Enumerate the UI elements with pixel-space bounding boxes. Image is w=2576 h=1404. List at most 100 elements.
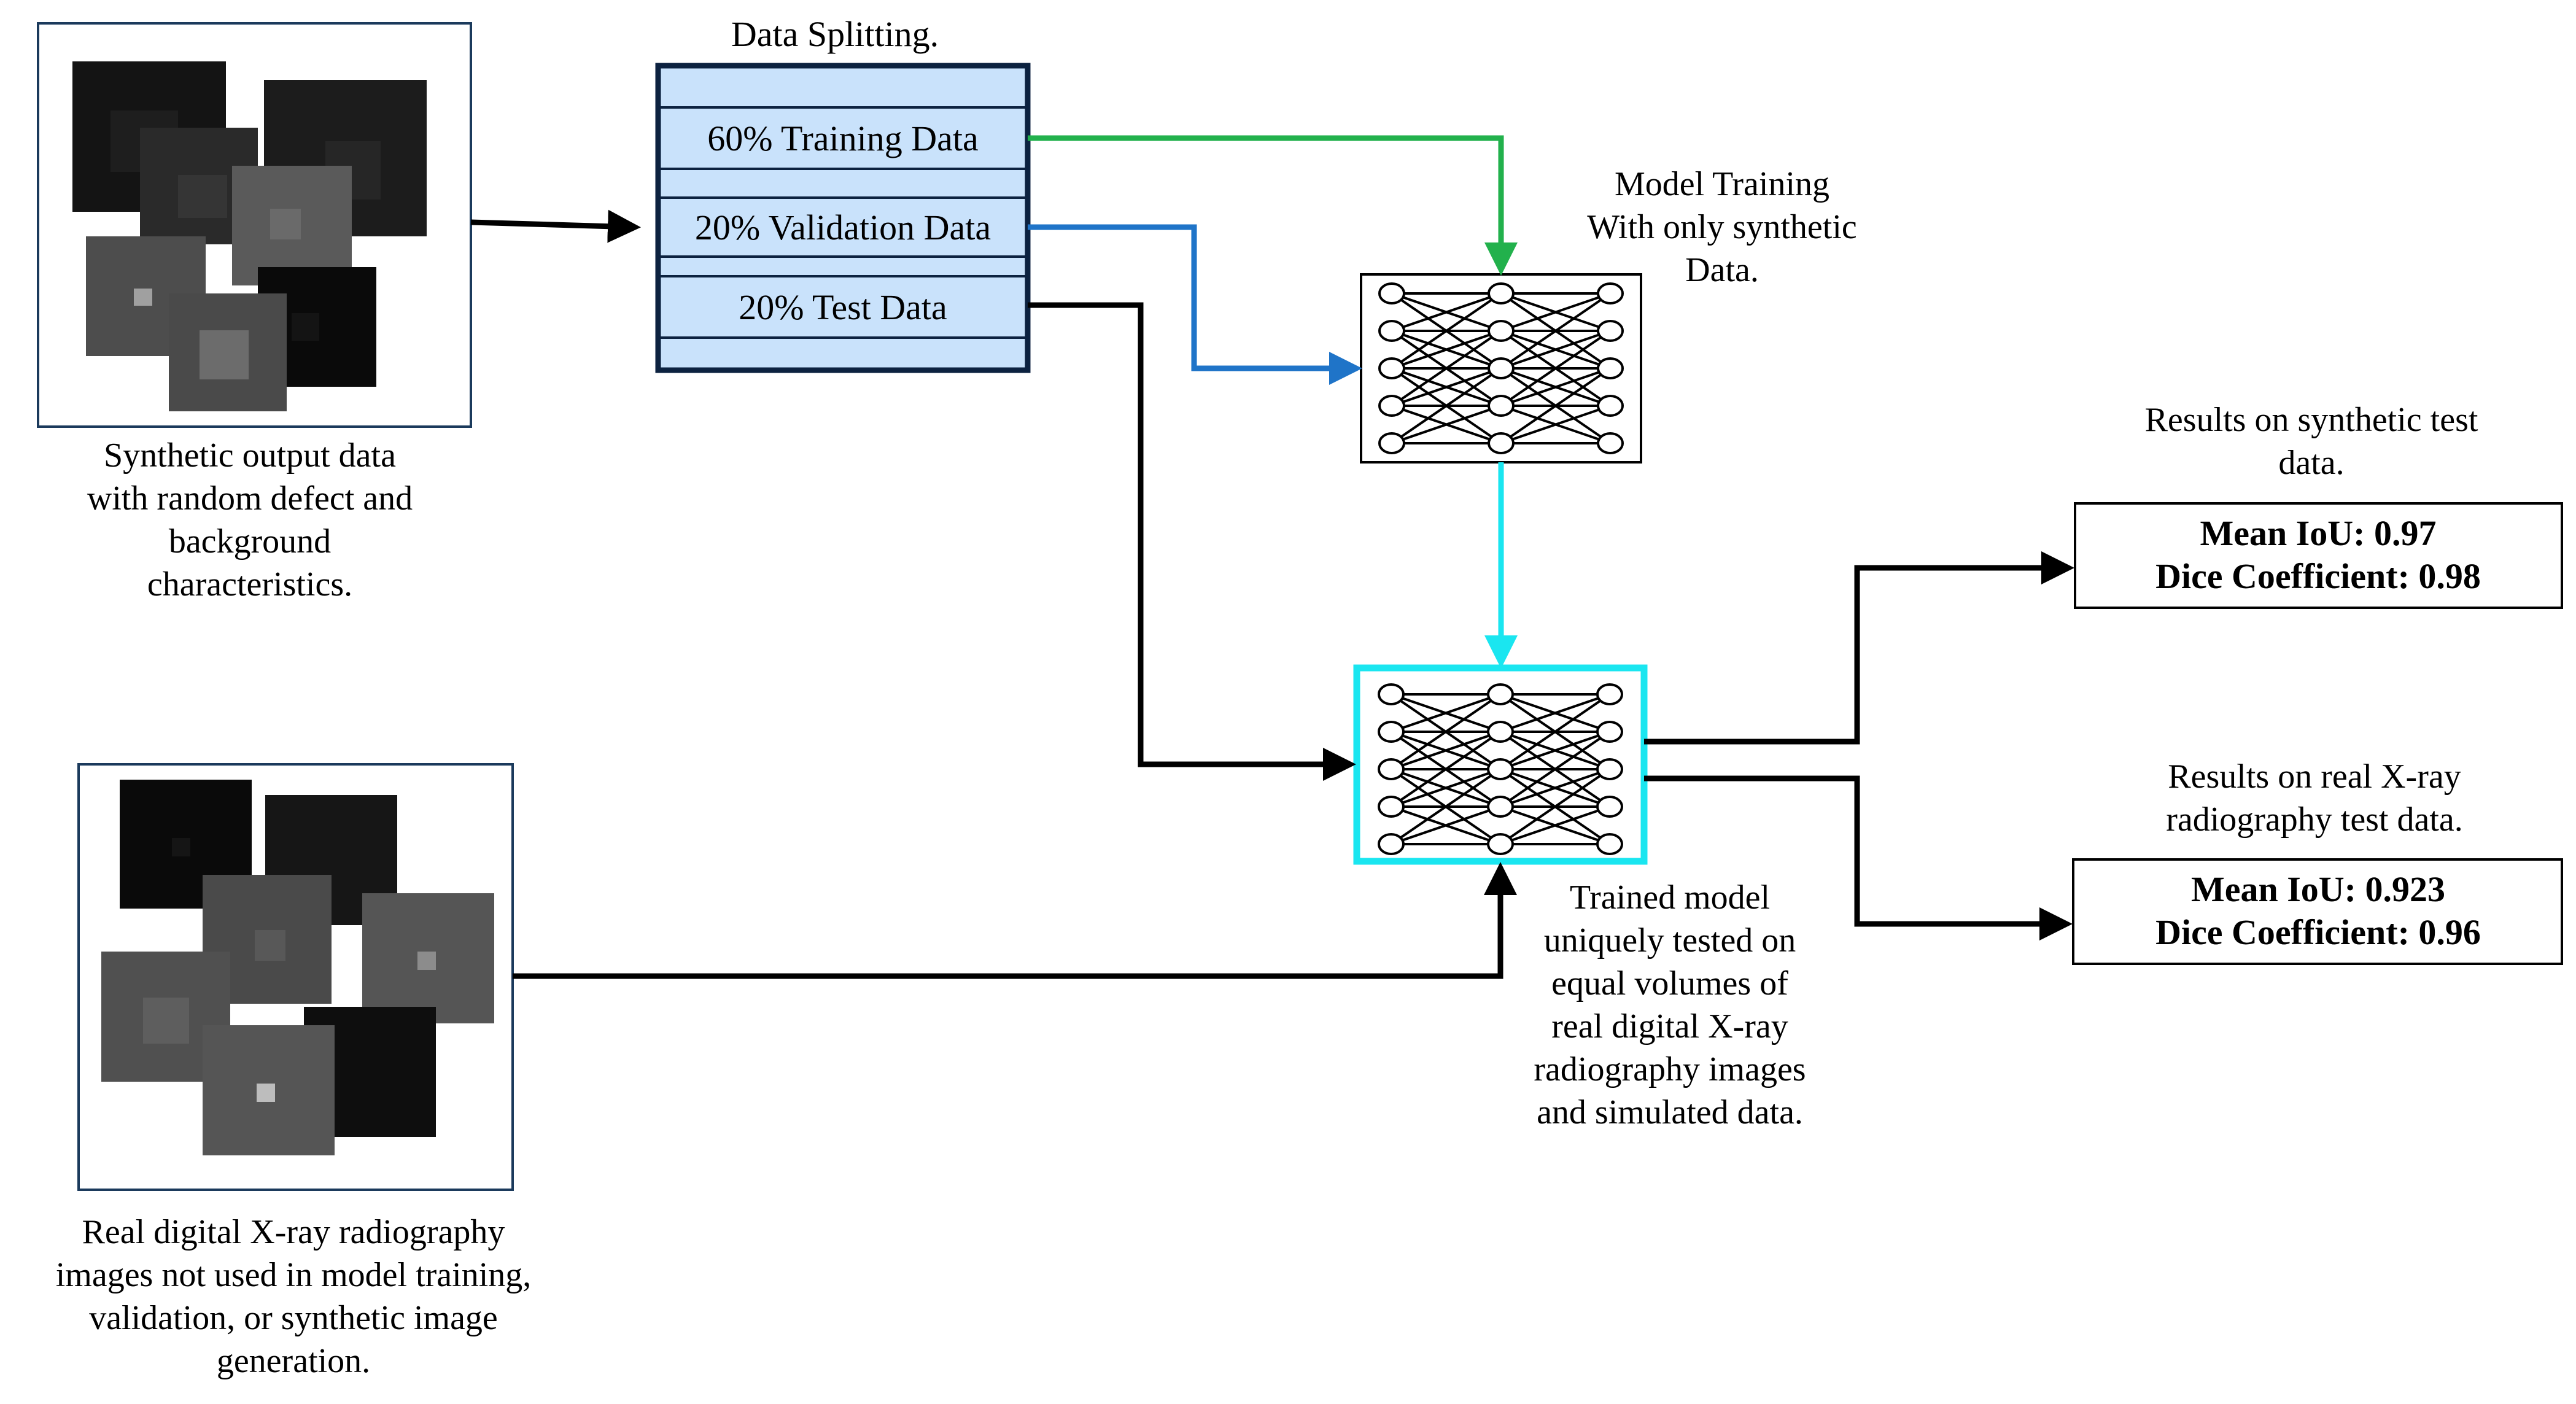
network-node <box>1487 683 1514 705</box>
network-node <box>1378 721 1405 743</box>
results-real-heading-line-1: Results on real X-ray <box>2168 758 2461 796</box>
results-synthetic-dice: Dice Coefficient: 0.98 <box>2155 556 2481 596</box>
network-edge <box>1391 367 1502 407</box>
network-node <box>1596 833 1623 855</box>
network-edge <box>1500 330 1612 407</box>
synthetic-sample-images <box>72 61 427 411</box>
arrow-synthetic-to-split <box>470 209 641 243</box>
network-node <box>1378 432 1405 454</box>
results-real-box <box>2072 858 2563 965</box>
network-edge <box>1500 693 1610 733</box>
network-edge <box>1500 367 1612 444</box>
network-edge <box>1500 731 1610 770</box>
network-node <box>1378 796 1405 818</box>
network-edge <box>1390 693 1502 770</box>
network-node <box>1596 721 1623 743</box>
arrow-validation-to-model <box>1028 224 1362 385</box>
arrow-trained-to-real-results <box>1644 775 2073 941</box>
network-node <box>1597 395 1624 417</box>
model-training-caption-line-2: With only synthetic <box>1587 208 1856 246</box>
network-edge <box>1499 693 1611 770</box>
network-edge <box>1391 292 1502 332</box>
trained-caption-line-4: real digital X-ray <box>1551 1007 1788 1045</box>
network-node <box>1487 833 1514 855</box>
network-edge <box>1500 292 1611 332</box>
results-synthetic-box <box>2074 502 2563 609</box>
network-node <box>1596 683 1623 705</box>
arrow-real-to-trained <box>513 862 1517 979</box>
network-edge <box>1391 805 1501 845</box>
network-edge <box>1391 768 1501 808</box>
synthetic-caption-line-3: background <box>169 522 331 560</box>
split-item-test: 20% Test Data <box>739 287 947 327</box>
trained-caption-line-1: Trained model <box>1570 878 1770 917</box>
trained-model-block: Trained model uniquely tested on equal v… <box>1353 664 1806 1131</box>
network-edge <box>1499 768 1611 845</box>
network-node <box>1378 357 1405 379</box>
trained-caption-line-6: and simulated data. <box>1537 1093 1803 1131</box>
network-edge <box>1500 367 1611 407</box>
network-node <box>1487 758 1514 780</box>
training-network-icon <box>1378 282 1624 454</box>
connectors <box>470 135 2074 979</box>
network-node <box>1378 395 1405 417</box>
results-synthetic-iou: Mean IoU: 0.97 <box>2200 513 2436 553</box>
network-node <box>1488 395 1515 417</box>
trained-caption-line-3: equal volumes of <box>1551 964 1788 1003</box>
network-node <box>1488 282 1515 304</box>
synthetic-data-panel: Synthetic output data with random defect… <box>37 22 472 603</box>
results-synthetic-heading-line-2: data. <box>2278 444 2344 482</box>
synthetic-caption-line-4: characteristics. <box>147 565 352 603</box>
network-edge <box>1391 292 1502 370</box>
data-splitting-box <box>655 63 1031 373</box>
network-node <box>1597 320 1624 342</box>
network-edge <box>1500 292 1612 370</box>
data-splitting-title: Data Splitting. <box>731 14 939 54</box>
network-node <box>1378 282 1405 304</box>
synthetic-caption-line-2: with random defect and <box>87 479 413 518</box>
network-edge <box>1391 367 1502 444</box>
split-item-validation: 20% Validation Data <box>695 207 991 247</box>
data-splitting-block: Data Splitting. 60% Training Data 20% Va… <box>655 14 1031 373</box>
real-caption-line-3: validation, or synthetic image <box>89 1299 498 1337</box>
network-edge <box>1500 330 1611 370</box>
network-edge <box>1500 768 1610 808</box>
network-node <box>1378 833 1405 855</box>
results-real-dice: Dice Coefficient: 0.96 <box>2155 912 2481 952</box>
real-xray-panel: Real digital X-ray radiography images no… <box>56 763 531 1380</box>
network-node <box>1378 683 1405 705</box>
trained-caption-line-5: radiography images <box>1534 1050 1806 1088</box>
network-node <box>1487 721 1514 743</box>
real-caption-line-4: generation. <box>217 1342 370 1380</box>
arrow-trained-to-synthetic-results <box>1644 551 2074 745</box>
arrow-test-to-trained <box>1028 302 1356 781</box>
network-node <box>1596 758 1623 780</box>
network-node <box>1378 758 1405 780</box>
model-training-block: Model Training With only synthetic Data. <box>1360 165 1857 463</box>
network-edge <box>1390 731 1502 808</box>
arrow-training-to-model <box>1028 135 1518 276</box>
synthetic-caption-line-1: Synthetic output data <box>104 436 396 475</box>
real-caption-line-1: Real digital X-ray radiography <box>82 1213 505 1251</box>
network-node <box>1488 320 1515 342</box>
results-real-heading-line-2: radiography test data. <box>2166 801 2463 839</box>
network-node <box>1488 357 1515 379</box>
results-synthetic-heading-line-1: Results on synthetic test <box>2145 401 2478 439</box>
network-edge <box>1391 330 1502 370</box>
trained-network-icon <box>1378 683 1623 855</box>
network-node <box>1487 796 1514 818</box>
model-training-caption-line-1: Model Training <box>1615 165 1829 203</box>
network-edge <box>1500 805 1610 845</box>
results-synthetic-block: Results on synthetic test data. Mean IoU… <box>2074 401 2563 609</box>
results-real-iou: Mean IoU: 0.923 <box>2191 869 2445 909</box>
network-edge <box>1391 731 1501 770</box>
network-node <box>1488 432 1515 454</box>
model-training-caption-line-3: Data. <box>1685 251 1759 289</box>
network-edge <box>1499 731 1611 808</box>
results-real-block: Results on real X-ray radiography test d… <box>2072 758 2563 965</box>
network-node <box>1596 796 1623 818</box>
split-item-training: 60% Training Data <box>707 118 978 158</box>
network-node <box>1597 282 1624 304</box>
network-edge <box>1391 693 1501 733</box>
network-edge <box>1500 405 1611 444</box>
